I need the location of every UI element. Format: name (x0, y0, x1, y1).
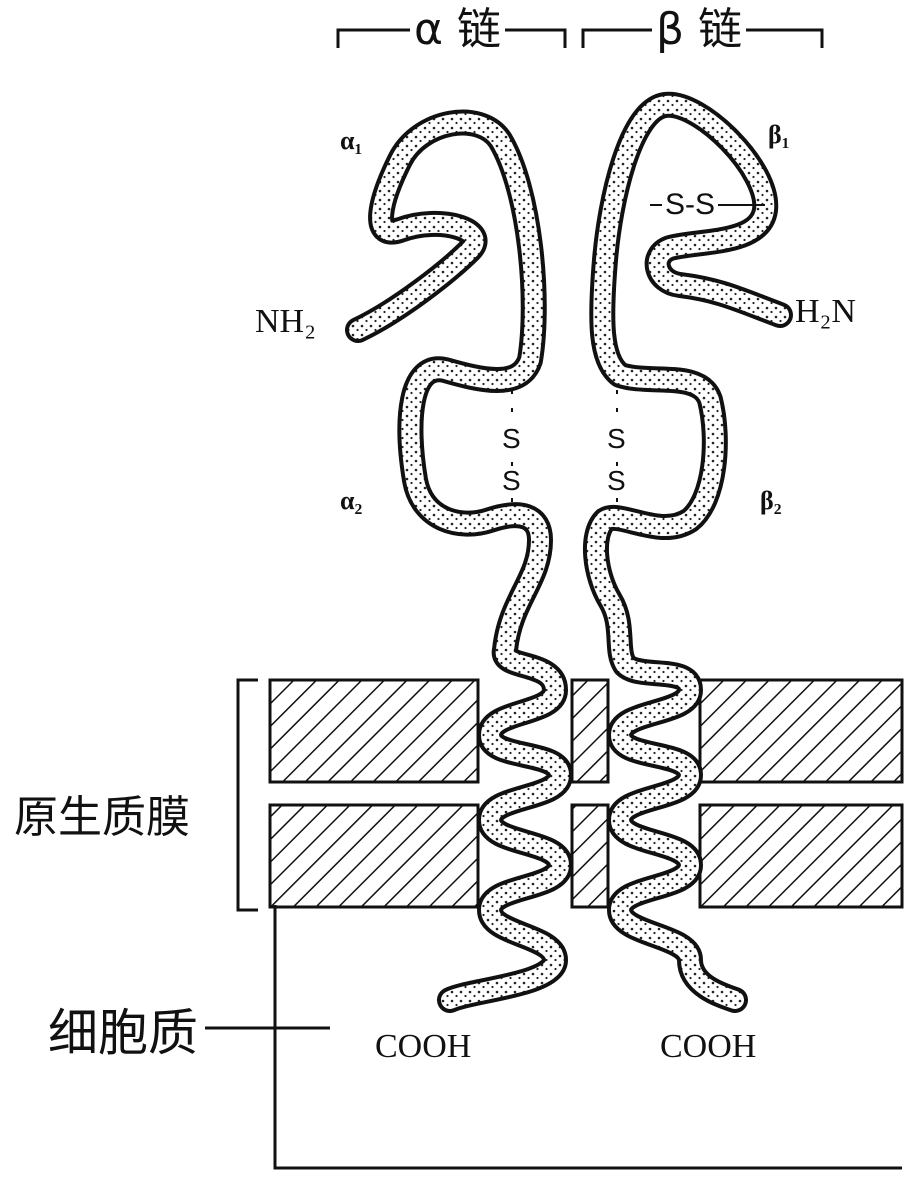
alpha2-disulfide-s1: S (502, 425, 521, 453)
plasma-membrane-label: 原生质膜 (14, 796, 190, 840)
membrane-block-lower-left (270, 805, 478, 907)
alpha-chain-label: α 链 (410, 8, 505, 52)
membrane-bracket (238, 680, 258, 910)
alpha-c-terminus-label: COOH (375, 1030, 471, 1064)
membrane-block-lower-mid (572, 805, 608, 907)
cytoplasm-label: 细胞质 (48, 1008, 198, 1058)
alpha2-disulfide-s2: S (502, 467, 521, 495)
membrane-block-lower-right (700, 805, 902, 907)
beta2-disulfide-s1: S (607, 425, 626, 453)
beta-chain-label: β 链 (652, 8, 746, 52)
plasma-membrane (270, 680, 902, 907)
beta-n-terminus-label: H₂N (795, 295, 856, 329)
beta2-disulfide-s2: S (607, 467, 626, 495)
membrane-block-upper-right (700, 680, 902, 782)
alpha-n-terminus-label: NH₂ (255, 305, 316, 339)
cytoplasm-box (275, 905, 902, 1168)
beta-c-terminus-label: COOH (660, 1030, 756, 1064)
domain-alpha2-label: α₂ (340, 488, 362, 514)
domain-beta2-label: β₂ (760, 488, 782, 514)
beta1-disulfide-label: S-S (662, 190, 718, 220)
membrane-block-upper-mid (572, 680, 608, 782)
membrane-block-upper-left (270, 680, 478, 782)
domain-beta1-label: β₁ (768, 122, 790, 148)
domain-alpha1-label: α₁ (340, 128, 362, 154)
